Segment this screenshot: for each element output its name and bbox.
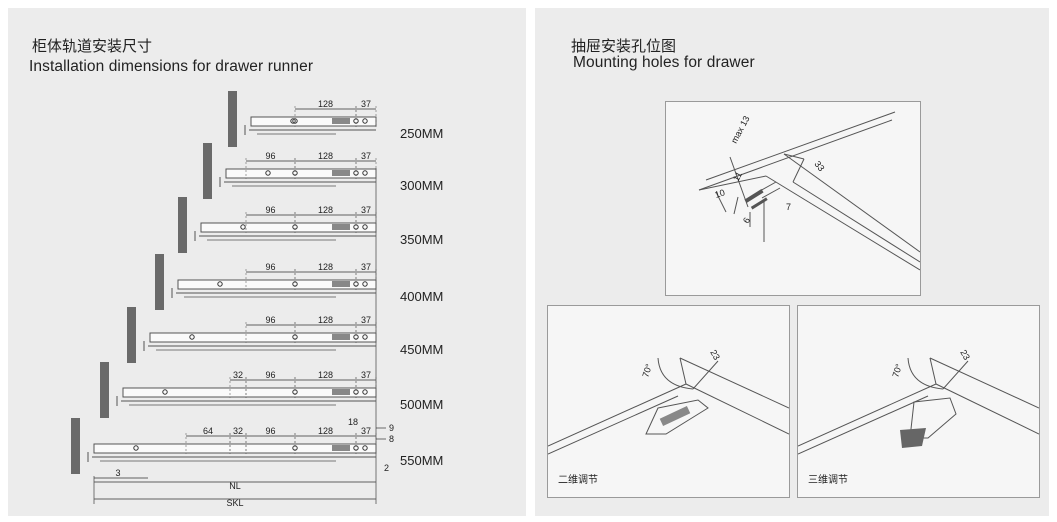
caption-3d: 三维调节 — [808, 473, 848, 486]
mounting-holes-panel: 抽屉安装孔位图 Mounting holes for drawer — [535, 8, 1049, 516]
dim-label-96: 96 — [265, 426, 275, 436]
runner-title-en: Installation dimensions for drawer runne… — [29, 58, 314, 75]
dim-max13: max 13 — [729, 114, 752, 145]
runner-clip — [332, 170, 350, 176]
dim-18: 18 — [348, 417, 358, 427]
dim-label-128: 128 — [318, 426, 333, 436]
cabinet-panel — [203, 143, 212, 199]
runner-dimensions-panel: 柜体轨道安装尺寸 Installation dimensions for dra… — [8, 8, 526, 516]
dim-label-96: 96 — [265, 262, 275, 272]
dim-label-96: 96 — [265, 315, 275, 325]
dim-2: 2 — [384, 463, 389, 473]
dim-label-37: 37 — [361, 426, 371, 436]
runner-row-400MM: 96 128 37 400MM — [155, 254, 443, 310]
adjust-3d-view: 70° 23 三维调节 — [797, 305, 1040, 498]
dim-label-128: 128 — [318, 262, 333, 272]
mounting-hole — [290, 118, 296, 124]
dim-label-32: 32 — [233, 370, 243, 380]
dim-label-32: 32 — [233, 426, 243, 436]
dim-label-96: 96 — [265, 205, 275, 215]
mounting-hole — [362, 281, 368, 287]
runner-clip — [332, 445, 350, 451]
adjust-3d-drawing: 70° 23 三维调节 — [798, 348, 1039, 486]
adjust-2d-view: 70° 23 二维调节 — [547, 305, 790, 498]
cabinet-panel — [71, 418, 80, 474]
mounting-hole — [217, 281, 223, 287]
hole-detail-drawing: max 13 11 10 6 7 33 — [698, 111, 920, 271]
mounting-hole — [265, 170, 271, 176]
dim-11: 11 — [731, 170, 744, 183]
dim-label-128: 128 — [318, 151, 333, 161]
dim-label-37: 37 — [361, 99, 371, 109]
runner-row-250MM: 128 37 250MM — [228, 91, 443, 147]
dim-label-96: 96 — [265, 151, 275, 161]
runner-row-550MM: 64 32 96 128 37 550MM — [71, 418, 443, 474]
dim-33: 33 — [812, 159, 826, 173]
runner-size-label: 350MM — [400, 232, 443, 247]
runner-size-label: 250MM — [400, 126, 443, 141]
runner-size-label: 300MM — [400, 178, 443, 193]
runner-clip — [332, 118, 350, 124]
dim-skl: SKL — [226, 498, 243, 508]
runner-size-label: 550MM — [400, 453, 443, 468]
adjust-2d-drawing: 70° 23 二维调节 — [548, 348, 789, 486]
runner-title-zh: 柜体轨道安装尺寸 — [32, 38, 153, 55]
dim-label-96: 96 — [265, 370, 275, 380]
runner-row-350MM: 96 128 37 350MM — [178, 197, 443, 253]
mounting-hole — [362, 224, 368, 230]
dim-label-64: 64 — [203, 426, 213, 436]
mounting-hole — [133, 445, 139, 451]
cabinet-panel — [155, 254, 164, 310]
dim-label-37: 37 — [361, 370, 371, 380]
dim-label-37: 37 — [361, 205, 371, 215]
mounting-hole — [162, 389, 168, 395]
runner-row-300MM: 96 128 37 300MM — [203, 143, 443, 199]
dim-6: 6 — [741, 216, 752, 225]
caption-2d: 二维调节 — [558, 473, 598, 486]
runner-clip — [332, 389, 350, 395]
dim-label-37: 37 — [361, 315, 371, 325]
mounting-hole — [362, 334, 368, 340]
holes-title-en: Mounting holes for drawer — [573, 54, 755, 71]
runner-row-500MM: 32 96 128 37 500MM — [100, 362, 443, 418]
mounting-hole — [362, 170, 368, 176]
dim-nl: NL — [229, 481, 241, 491]
dim-23-3d: 23 — [958, 348, 972, 362]
dim-8: 8 — [389, 434, 394, 444]
mounting-hole — [189, 334, 195, 340]
runner-size-label: 400MM — [400, 289, 443, 304]
dim-label-128: 128 — [318, 315, 333, 325]
overall-dimensions: 3NL SKL 18 98 2 — [93, 168, 394, 508]
dim-9: 9 — [389, 423, 394, 433]
mounting-hole — [362, 389, 368, 395]
runner-rail — [250, 116, 377, 127]
dim-offset-3: 3 — [115, 468, 120, 478]
mounting-hole — [362, 445, 368, 451]
dim-label-37: 37 — [361, 262, 371, 272]
dim-7: 7 — [786, 202, 791, 212]
runner-size-label: 500MM — [400, 397, 443, 412]
dim-10: 10 — [714, 187, 727, 200]
mounting-hole — [240, 224, 246, 230]
dim-label-128: 128 — [318, 99, 333, 109]
runner-clip — [332, 281, 350, 287]
dim-label-128: 128 — [318, 205, 333, 215]
cabinet-panel — [127, 307, 136, 363]
holes-title-zh: 抽屉安装孔位图 — [571, 38, 677, 55]
angle-70-2d: 70° — [640, 362, 654, 378]
runner-clip — [332, 224, 350, 230]
runner-clip — [332, 334, 350, 340]
angle-70-3d: 70° — [890, 362, 904, 378]
cabinet-panel — [100, 362, 109, 418]
mounting-hole — [362, 118, 368, 124]
dim-23-2d: 23 — [708, 348, 722, 362]
hole-detail-view: max 13 11 10 6 7 33 — [665, 101, 921, 296]
runner-row-450MM: 96 128 37 450MM — [127, 307, 443, 363]
runner-size-label: 450MM — [400, 342, 443, 357]
cabinet-panel — [228, 91, 237, 147]
dim-label-37: 37 — [361, 151, 371, 161]
cabinet-panel — [178, 197, 187, 253]
dim-label-128: 128 — [318, 370, 333, 380]
